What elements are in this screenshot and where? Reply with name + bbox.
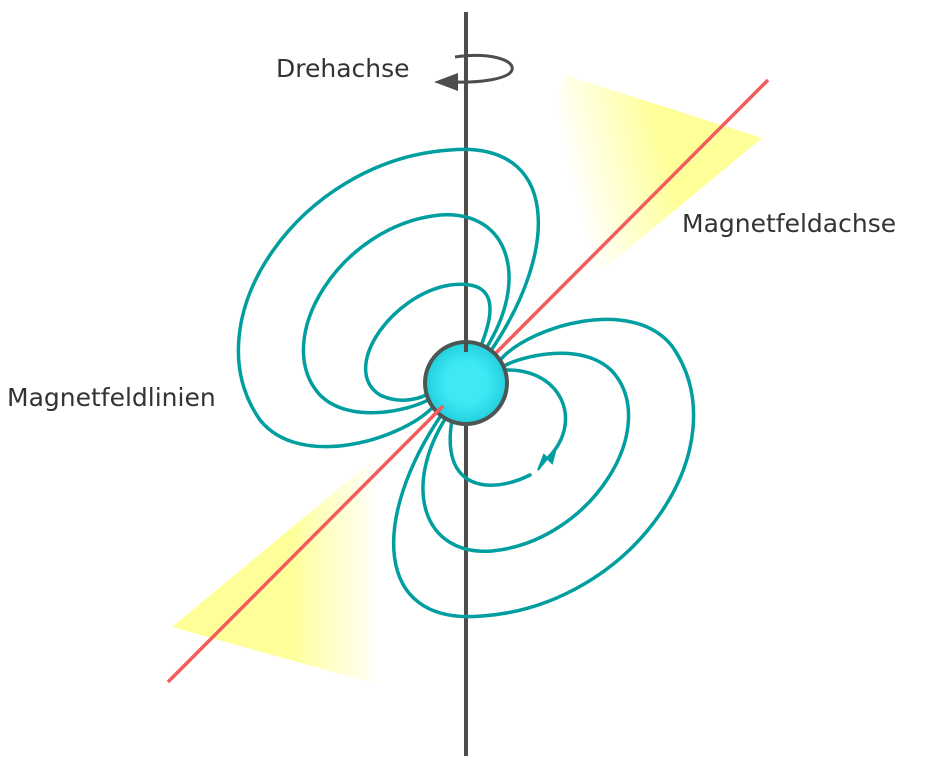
field-lines <box>236 147 696 619</box>
magnetic-axis-label: Magnetfeldachse <box>682 209 897 238</box>
field-line <box>421 351 631 553</box>
radiation-beam-lower <box>172 383 466 692</box>
field-line <box>392 317 696 619</box>
field-line <box>301 213 511 415</box>
field-line <box>236 147 540 449</box>
magnetic-axis-stub <box>430 404 445 419</box>
field-lines-label: Magnetfeldlinien <box>7 383 216 412</box>
field-direction-arrow-icon <box>537 447 557 471</box>
rotation-arrow-icon <box>434 53 514 91</box>
field-line <box>363 282 492 402</box>
field-line <box>448 418 532 487</box>
field-line <box>503 368 568 460</box>
rotation-axis-label: Drehachse <box>276 54 410 83</box>
radiation-beam-upper <box>466 75 762 383</box>
